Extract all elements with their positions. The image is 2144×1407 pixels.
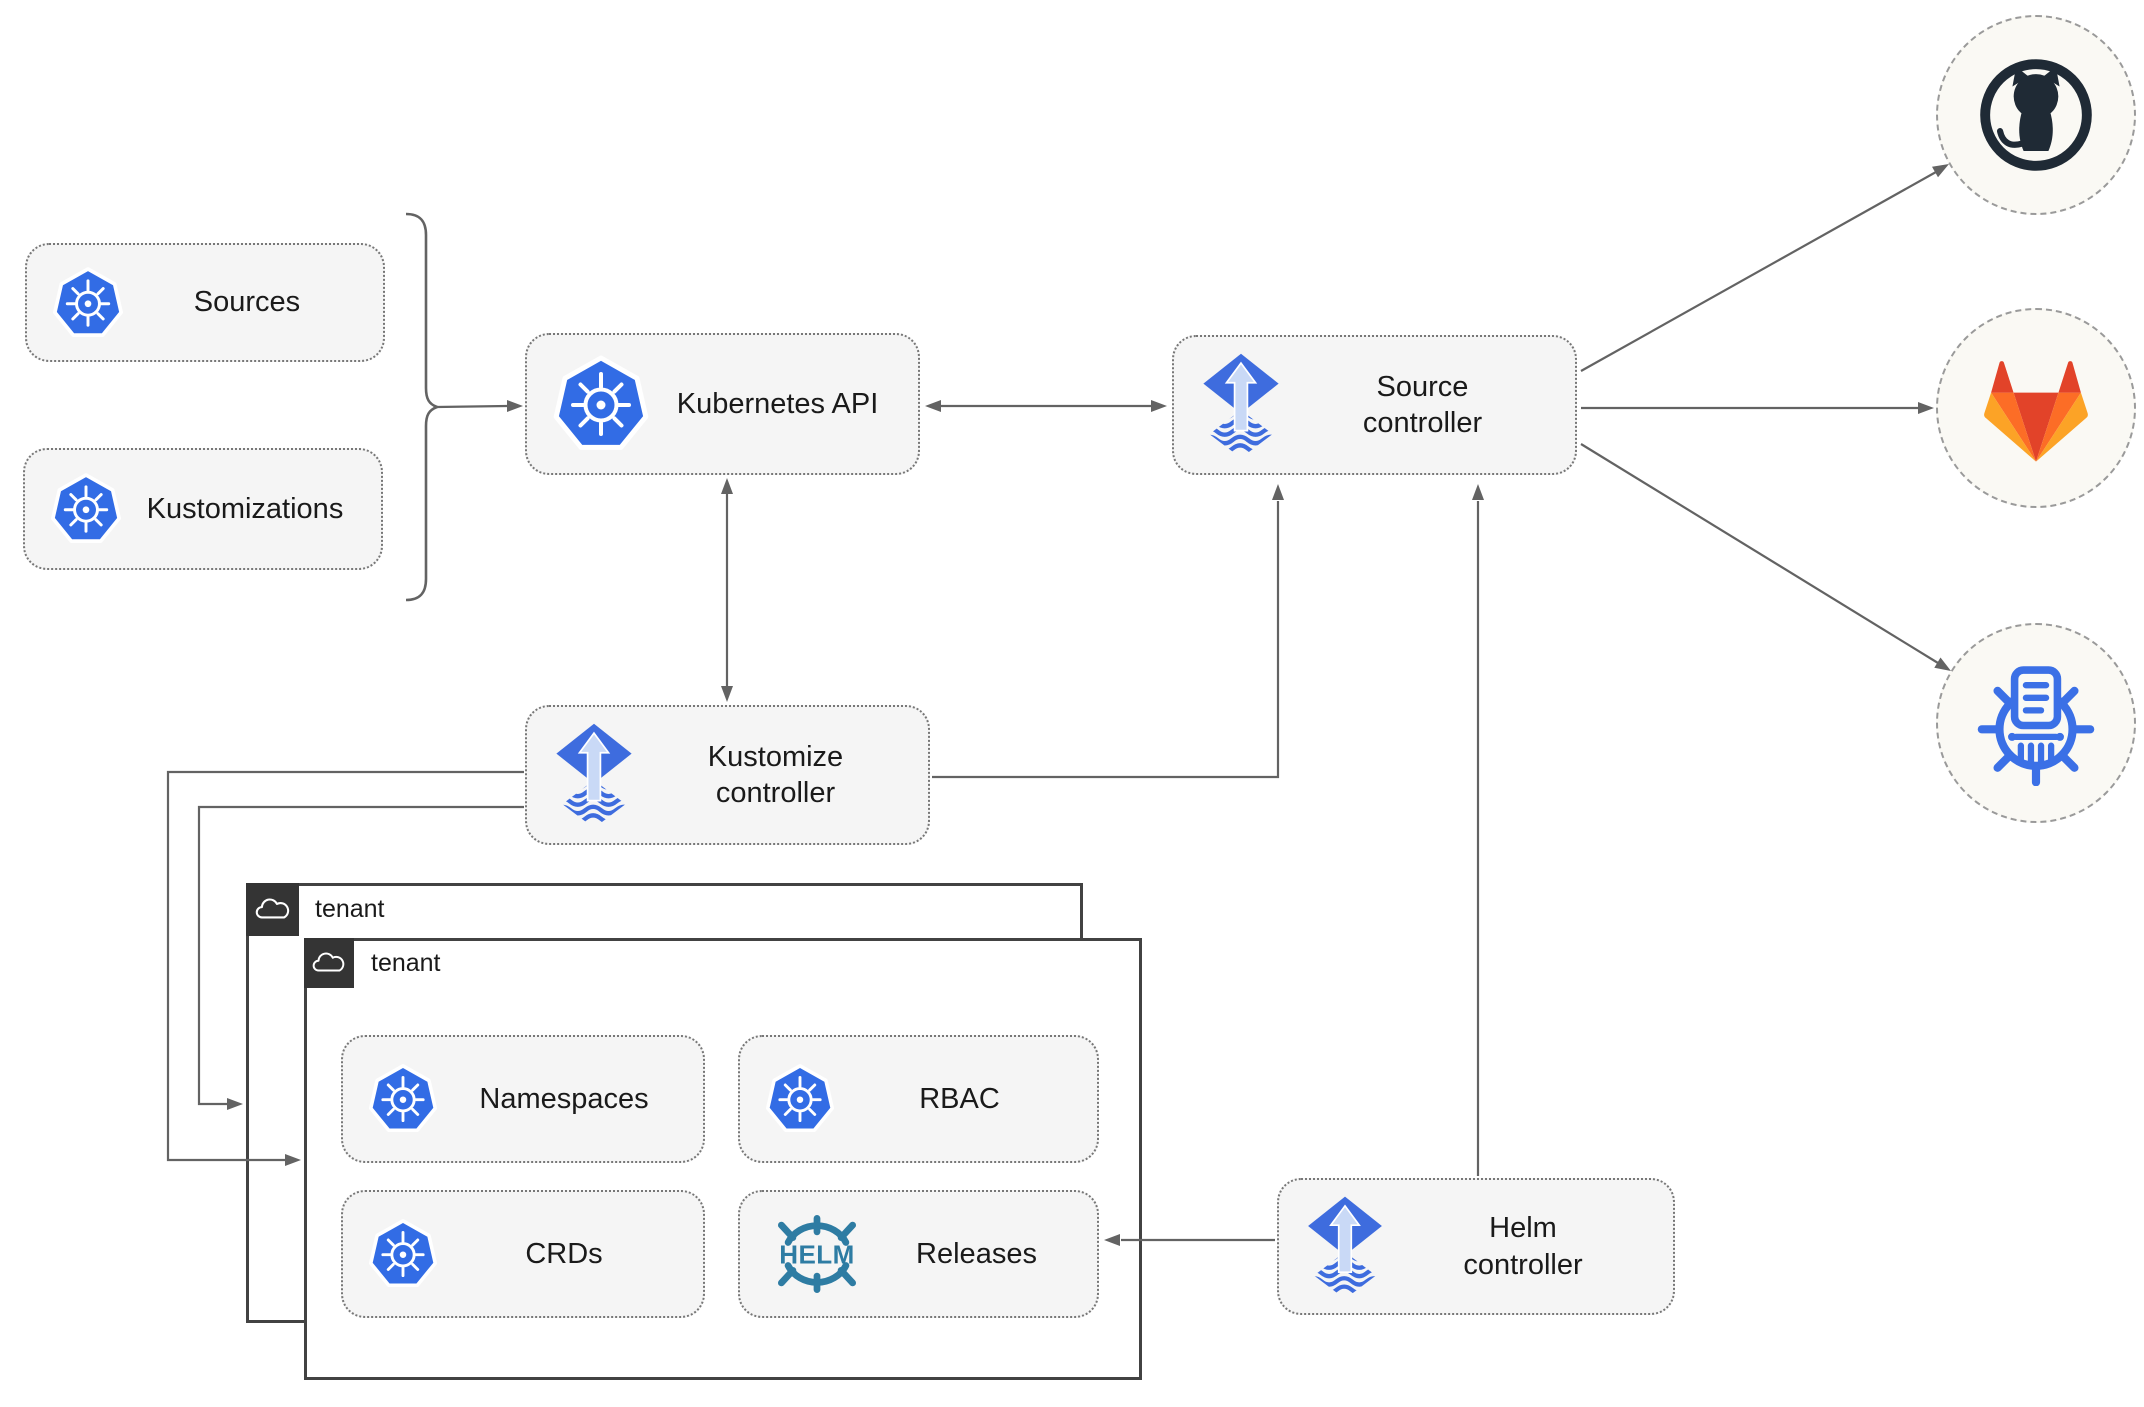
source-controller-box: Source controller bbox=[1172, 335, 1577, 475]
sources-box: Sources bbox=[25, 243, 385, 362]
kubernetes-icon bbox=[367, 1063, 439, 1135]
flux-icon bbox=[1303, 1195, 1387, 1299]
crds-box: CRDs bbox=[341, 1190, 705, 1318]
kubernetes-icon bbox=[49, 472, 123, 546]
releases-label: Releases bbox=[916, 1237, 1037, 1270]
kubernetes-icon bbox=[764, 1063, 836, 1135]
flux-icon bbox=[551, 722, 637, 828]
arrowhead bbox=[721, 686, 733, 702]
chartmuseum-icon bbox=[1973, 660, 2099, 786]
helm-controller-box: Helm controller bbox=[1277, 1178, 1675, 1315]
edge-kustomize-to-source bbox=[932, 501, 1280, 779]
gitlab-remote bbox=[1936, 308, 2136, 508]
kubernetes-icon bbox=[551, 354, 651, 454]
tenant-inner-label: tenant bbox=[371, 948, 441, 977]
helm-wordmark: HELM bbox=[779, 1240, 855, 1270]
helm-logo-icon: HELM bbox=[777, 1214, 857, 1294]
arrowhead bbox=[227, 1098, 243, 1110]
kubernetes-icon bbox=[51, 266, 125, 340]
cloud-tab bbox=[304, 938, 354, 988]
arrowhead bbox=[925, 400, 941, 412]
tenant-inner-container: tenant Namespaces RBAC CRDs bbox=[304, 938, 1142, 1380]
kustomizations-box: Kustomizations bbox=[23, 448, 383, 570]
namespaces-label: Namespaces bbox=[479, 1082, 649, 1115]
kubernetes-api-label: Kubernetes API bbox=[676, 387, 879, 420]
cloud-icon bbox=[254, 896, 292, 923]
kubernetes-api-box: Kubernetes API bbox=[525, 333, 920, 475]
arrowhead bbox=[1934, 657, 1951, 671]
arrowhead bbox=[721, 478, 733, 494]
releases-box: HELM Releases bbox=[738, 1190, 1099, 1318]
rbac-label: RBAC bbox=[919, 1082, 1000, 1115]
kustomize-controller-label: Kustomize controller bbox=[707, 740, 844, 809]
flux-icon bbox=[1198, 352, 1284, 458]
namespaces-box: Namespaces bbox=[341, 1035, 705, 1163]
arrowhead bbox=[1918, 402, 1934, 414]
edge-source-to-chartmuseum bbox=[1580, 443, 1939, 664]
edge-bracket-to-k8sapi bbox=[436, 404, 508, 409]
kustomize-controller-box: Kustomize controller bbox=[525, 705, 930, 845]
cloud-tab bbox=[246, 883, 299, 936]
sources-label: Sources bbox=[193, 286, 301, 319]
tenant-outer-label: tenant bbox=[315, 895, 385, 923]
chartmuseum-remote bbox=[1936, 623, 2136, 823]
arrowhead bbox=[1151, 400, 1167, 412]
gitlab-icon bbox=[1975, 350, 2097, 467]
arrowhead bbox=[507, 400, 523, 412]
github-remote bbox=[1936, 15, 2136, 215]
crds-label: CRDs bbox=[525, 1237, 603, 1270]
arrowhead bbox=[1472, 484, 1484, 500]
github-icon bbox=[1974, 53, 2098, 177]
arrowhead bbox=[1272, 484, 1284, 500]
kubernetes-icon bbox=[367, 1218, 439, 1290]
helm-controller-label: Helm controller bbox=[1463, 1212, 1583, 1281]
kustomizations-label: Kustomizations bbox=[146, 492, 344, 525]
edge-source-to-github bbox=[1580, 171, 1937, 372]
arrowhead bbox=[1932, 164, 1949, 178]
rbac-box: RBAC bbox=[738, 1035, 1099, 1163]
source-controller-label: Source controller bbox=[1362, 370, 1483, 439]
cloud-icon bbox=[311, 950, 347, 976]
bracket-sources-group bbox=[405, 212, 441, 602]
